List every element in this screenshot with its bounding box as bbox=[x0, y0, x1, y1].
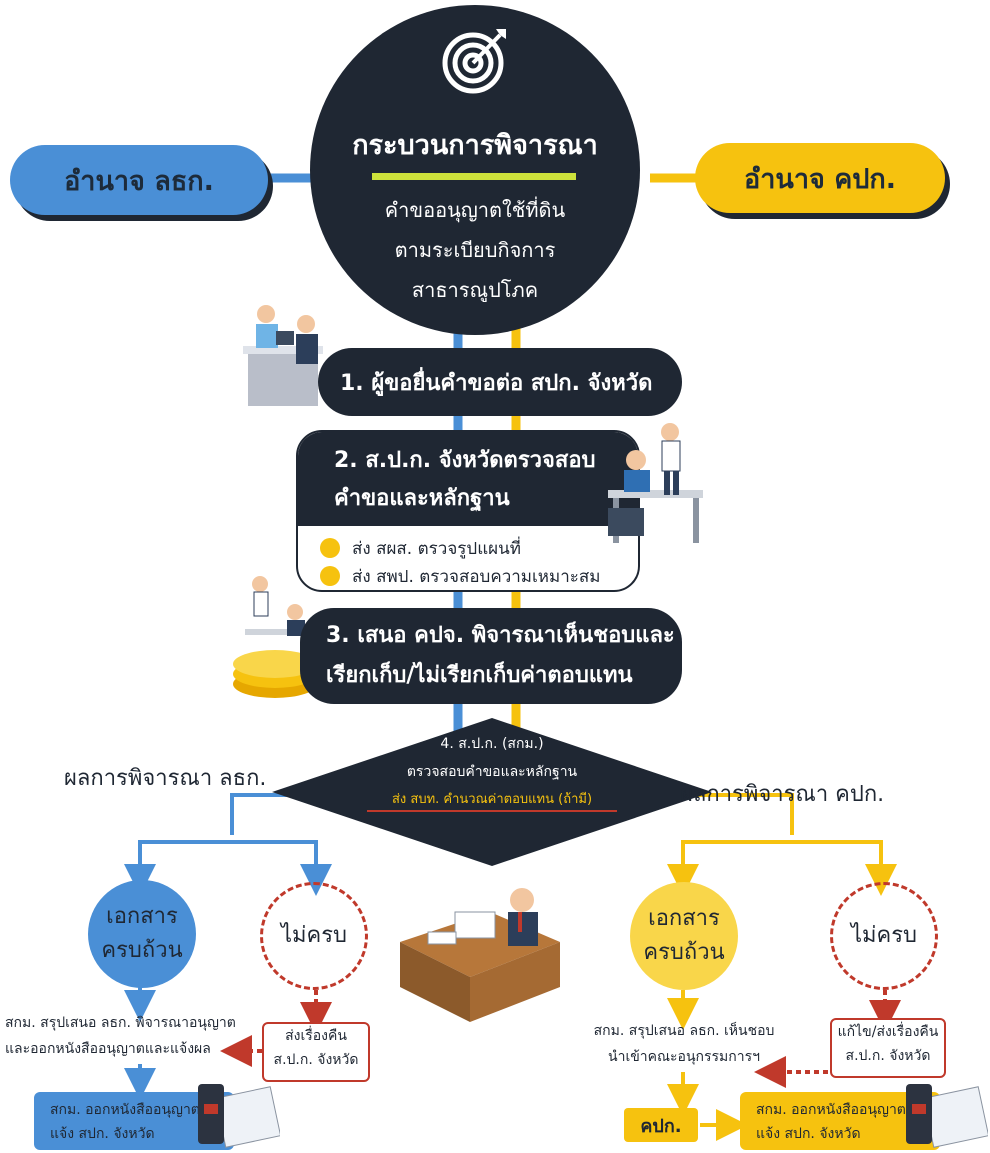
final-line: แจ้ง สปก. จังหวัด bbox=[50, 1126, 155, 1142]
step2-title-line: คำขอและหลักฐาน bbox=[334, 486, 510, 511]
step3-pill: 3. เสนอ คปจ. พิจารณาเห็นชอบและ เรียกเก็บ… bbox=[300, 608, 682, 704]
complete-line: ครบถ้วน bbox=[643, 940, 725, 965]
title-underline bbox=[372, 173, 576, 180]
process-circle: กระบวนการพิจารณา คำขออนุญาตใช้ที่ดิน ตาม… bbox=[310, 5, 640, 335]
committee-label: คปก. bbox=[640, 1115, 682, 1137]
step2-bullet: ส่ง สผส. ตรวจรูปแผนที่ bbox=[320, 534, 638, 562]
stamp-document-icon bbox=[906, 1084, 988, 1148]
right-authority-label: อำนาจ คปก. bbox=[743, 163, 897, 195]
process-subtitle: คำขออนุญาตใช้ที่ดิน ตามระเบียบกิจการ สาธ… bbox=[310, 190, 640, 310]
right-incomplete-circle: ไม่ครบ bbox=[830, 882, 938, 990]
step4-diamond bbox=[272, 718, 712, 866]
step4-line2: ตรวจสอบคำขอและหลักฐาน bbox=[406, 764, 578, 780]
right-result-heading: ผลการพิจารณา คปก. bbox=[680, 782, 885, 807]
bullet-dot bbox=[320, 566, 340, 586]
target-icon bbox=[442, 29, 506, 94]
step2-title: 2. ส.ป.ก. จังหวัดตรวจสอบ คำขอและหลักฐาน bbox=[298, 432, 638, 526]
return-line: ส.ป.ก. จังหวัด bbox=[845, 1048, 931, 1064]
step2-bullet: ส่ง สพป. ตรวจสอบความเหมาะสม bbox=[320, 562, 638, 590]
left-incomplete-circle: ไม่ครบ bbox=[260, 882, 368, 990]
left-authority-pill: อำนาจ ลธก. bbox=[10, 145, 268, 215]
desk-illustration bbox=[400, 888, 560, 1022]
incomplete-label: ไม่ครบ bbox=[280, 923, 348, 948]
right-authority-pill: อำนาจ คปก. bbox=[695, 143, 945, 213]
incomplete-label: ไม่ครบ bbox=[850, 923, 918, 948]
step2-title-line: 2. ส.ป.ก. จังหวัดตรวจสอบ bbox=[334, 448, 596, 473]
return-line: ส่งเรื่องคืน bbox=[285, 1028, 347, 1044]
left-summary: สกม. สรุปเสนอ ลธก. พิจารณาอนุญาต และออกห… bbox=[5, 1010, 275, 1062]
office-illustration bbox=[608, 423, 703, 543]
step2-bullet-text: ส่ง สพป. ตรวจสอบความเหมาะสม bbox=[352, 566, 601, 587]
left-complete-circle: เอกสาร ครบถ้วน bbox=[88, 880, 196, 988]
subtitle-line: สาธารณูปโภค bbox=[411, 278, 539, 302]
process-title: กระบวนการพิจารณา bbox=[352, 130, 598, 161]
final-line: สกม. ออกหนังสืออนุญาต bbox=[756, 1102, 906, 1118]
reception-illustration bbox=[243, 305, 323, 406]
right-complete-circle: เอกสาร ครบถ้วน bbox=[630, 882, 738, 990]
step2-card: 2. ส.ป.ก. จังหวัดตรวจสอบ คำขอและหลักฐาน … bbox=[296, 430, 640, 592]
step4-text: 4. ส.ป.ก. (สกม.) ตรวจสอบคำขอและหลักฐาน ส… bbox=[272, 730, 712, 814]
summary-line: นำเข้าคณะอนุกรรมการฯ bbox=[608, 1049, 760, 1065]
stamp-document-icon bbox=[198, 1084, 280, 1148]
summary-line: สกม. สรุปเสนอ ลธก. เห็นชอบ bbox=[593, 1023, 775, 1039]
final-line: สกม. ออกหนังสืออนุญาต bbox=[50, 1102, 200, 1118]
complete-line: เอกสาร bbox=[106, 904, 178, 929]
step1-pill: 1. ผู้ขอยื่นคำขอต่อ สปก. จังหวัด bbox=[318, 348, 682, 416]
step3-line: เรียกเก็บ/ไม่เรียกเก็บค่าตอบแทน bbox=[326, 663, 633, 688]
complete-line: เอกสาร bbox=[648, 906, 720, 931]
summary-line: สกม. สรุปเสนอ ลธก. พิจารณาอนุญาต bbox=[5, 1015, 236, 1031]
step4-line1: 4. ส.ป.ก. (สกม.) bbox=[440, 736, 544, 752]
bullet-dot bbox=[320, 538, 340, 558]
complete-line: ครบถ้วน bbox=[101, 938, 183, 963]
step2-bullet-text: ส่ง สผส. ตรวจรูปแผนที่ bbox=[352, 538, 521, 559]
left-return-box: ส่งเรื่องคืน ส.ป.ก. จังหวัด bbox=[262, 1022, 370, 1082]
subtitle-line: คำขออนุญาตใช้ที่ดิน bbox=[384, 198, 566, 222]
return-line: แก้ไข/ส่งเรื่องคืน bbox=[837, 1024, 939, 1040]
final-line: แจ้ง สปก. จังหวัด bbox=[756, 1126, 861, 1142]
return-line: ส.ป.ก. จังหวัด bbox=[273, 1052, 359, 1068]
subtitle-line: ตามระเบียบกิจการ bbox=[394, 238, 556, 262]
right-return-box: แก้ไข/ส่งเรื่องคืน ส.ป.ก. จังหวัด bbox=[830, 1018, 946, 1078]
summary-line: และออกหนังสืออนุญาตและแจ้งผล bbox=[5, 1041, 211, 1057]
step1-label: 1. ผู้ขอยื่นคำขอต่อ สปก. จังหวัด bbox=[340, 370, 653, 396]
right-summary: สกม. สรุปเสนอ ลธก. เห็นชอบ นำเข้าคณะอนุก… bbox=[584, 1018, 784, 1070]
left-result-heading: ผลการพิจารณา ลธก. bbox=[64, 766, 267, 791]
left-authority-label: อำนาจ ลธก. bbox=[64, 165, 214, 197]
step4-line3: ส่ง สบท. คำนวณค่าตอบแทน (ถ้ามี) bbox=[391, 792, 593, 807]
committee-box: คปก. bbox=[624, 1108, 698, 1142]
step3-line: 3. เสนอ คปจ. พิจารณาเห็นชอบและ bbox=[326, 623, 675, 648]
